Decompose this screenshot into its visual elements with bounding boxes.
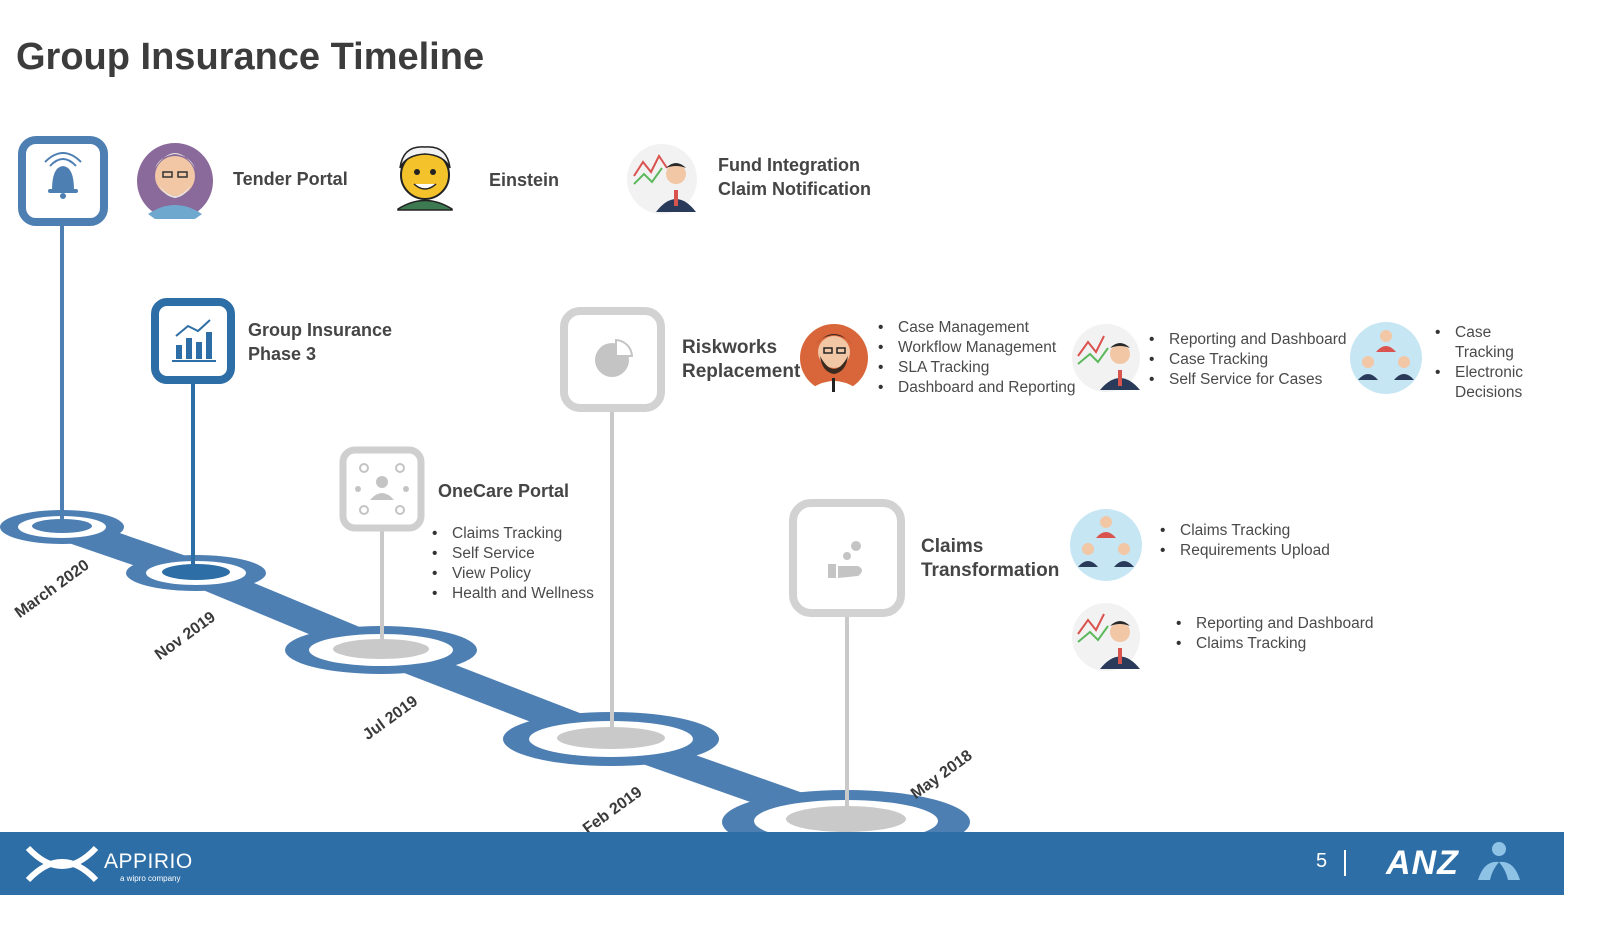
team-icon <box>1070 509 1142 581</box>
bullet-item: Case Tracking <box>1147 350 1347 370</box>
bullet-item: Electronic Decisions <box>1433 363 1523 403</box>
milestone-label: Riskworks Replacement <box>682 337 801 382</box>
station-march-2020 <box>0 510 124 544</box>
bearded-man-avatar-icon <box>800 324 868 392</box>
footer-bar <box>0 832 1564 895</box>
bullet-item: Dashboard and Reporting <box>876 378 1076 398</box>
page-number: 5 <box>1316 850 1328 872</box>
bullet-item: Self Service <box>430 544 594 564</box>
divider <box>1344 850 1346 876</box>
einstein-avatar-icon <box>397 146 453 211</box>
page-title: Group Insurance Timeline <box>16 36 485 78</box>
milestone-label: Group Insurance Phase 3 <box>248 320 393 364</box>
riskworks-bullets-2: Reporting and Dashboard Case Tracking Se… <box>1147 330 1347 390</box>
claims-bullets-1: Claims Tracking Requirements Upload <box>1158 521 1330 561</box>
bell-icon <box>18 136 108 226</box>
bullet-item: Case Tracking <box>1433 323 1523 363</box>
station-jul-2019 <box>285 626 477 674</box>
bullet-item: Reporting and Dashboard <box>1174 614 1374 634</box>
milestone-label: Einstein <box>489 170 560 190</box>
bullet-item: Claims Tracking <box>430 524 594 544</box>
bullet-item: Reporting and Dashboard <box>1147 330 1347 350</box>
bullet-item: Workflow Management <box>876 338 1076 358</box>
team-icon <box>1350 322 1422 394</box>
claims-bullets-2: Reporting and Dashboard Claims Tracking <box>1174 614 1374 654</box>
chart-icon <box>151 298 235 384</box>
network-icon <box>339 446 425 532</box>
businessman-chart-icon <box>1072 603 1140 671</box>
station-feb-2019 <box>503 712 719 766</box>
bullet-item: View Policy <box>430 564 594 584</box>
pie-chart-icon <box>560 307 665 412</box>
appirio-logo-icon <box>25 845 99 883</box>
milestone-label: Tender Portal <box>233 169 348 189</box>
bullet-item: Self Service for Cases <box>1147 370 1347 390</box>
businessman-chart-icon <box>1072 324 1140 392</box>
businessman-chart-icon <box>627 144 697 214</box>
riskworks-bullets-3: Case Tracking Electronic Decisions <box>1433 323 1523 403</box>
appirio-tagline: a wipro company <box>120 874 181 883</box>
bullet-item: Case Management <box>876 318 1076 338</box>
anz-logo: ANZ <box>1386 844 1459 882</box>
old-man-avatar-icon <box>137 143 213 219</box>
milestone-label: OneCare Portal <box>438 481 570 501</box>
bullet-item: Health and Wellness <box>430 584 594 604</box>
bullet-item: Requirements Upload <box>1158 541 1330 561</box>
station-nov-2019 <box>126 555 266 591</box>
milestone-label: Claims Transformation <box>921 536 1060 581</box>
anz-people-icon <box>1478 842 1520 880</box>
hand-coin-icon <box>789 499 905 617</box>
bullet-item: SLA Tracking <box>876 358 1076 378</box>
onecare-bullets: Claims Tracking Self Service View Policy… <box>430 524 594 604</box>
bullet-item: Claims Tracking <box>1158 521 1330 541</box>
milestone-label: Fund Integration Claim Notification <box>718 155 872 199</box>
appirio-brand: APPIRIO <box>104 850 193 873</box>
riskworks-bullets-1: Case Management Workflow Management SLA … <box>876 318 1076 398</box>
bullet-item: Claims Tracking <box>1174 634 1374 654</box>
